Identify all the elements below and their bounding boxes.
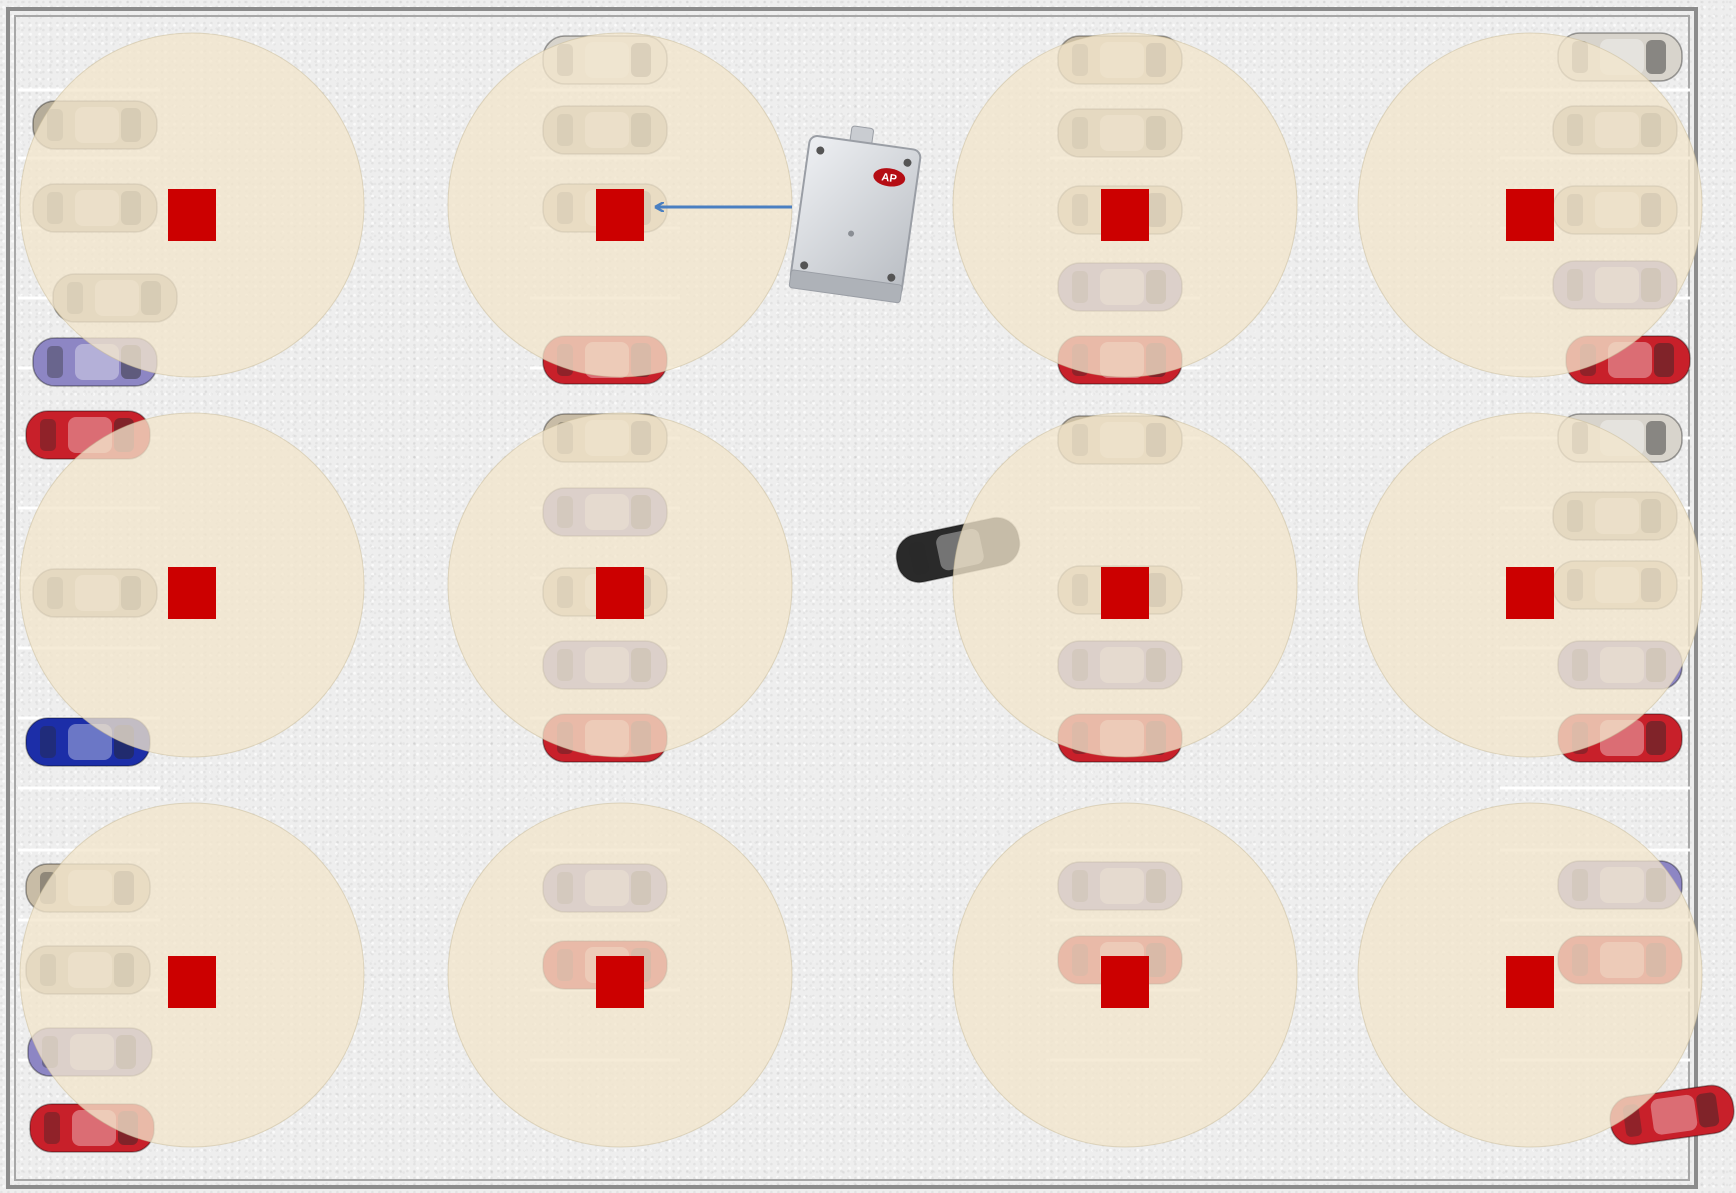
parking-sensor-marker — [1101, 956, 1149, 1008]
parking-sensor-marker — [1506, 567, 1554, 619]
parking-sensor-marker — [1101, 567, 1149, 619]
parking-sensor-marker — [1506, 189, 1554, 241]
parking-sensor-marker — [1101, 189, 1149, 241]
sensors — [168, 189, 1554, 1008]
parking-sensor-marker — [596, 567, 644, 619]
parking-sensor-marker — [168, 189, 216, 241]
parking-sensor-marker — [168, 956, 216, 1008]
gas-detector-device-icon: AP — [789, 120, 923, 303]
parking-sensor-marker — [596, 189, 644, 241]
device-badge-text: AP — [881, 171, 898, 185]
parking-sensor-marker — [596, 956, 644, 1008]
parking-sensor-marker — [1506, 956, 1554, 1008]
parking-sensor-marker — [168, 567, 216, 619]
